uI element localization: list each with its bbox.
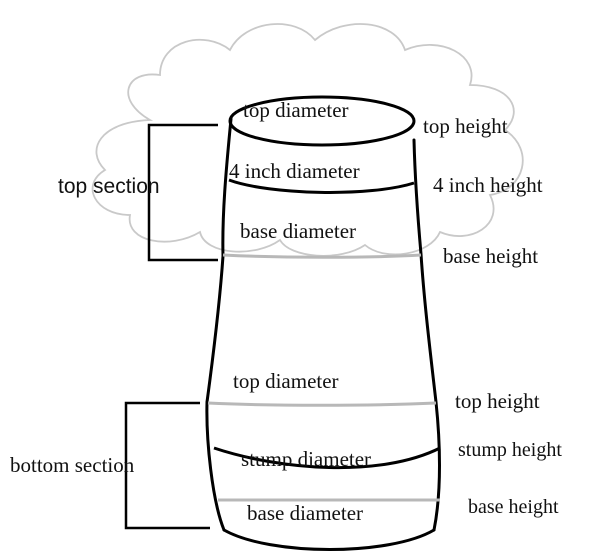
- trunk-bottom-curve: [222, 528, 436, 551]
- trunk-top-cap: [228, 95, 416, 147]
- four-inch-band: [228, 178, 415, 194]
- lower-top-diameter-label: top diameter: [233, 369, 339, 393]
- upper-base-diameter-label: base diameter: [240, 219, 356, 243]
- four-inch-height-label: 4 inch height: [433, 173, 543, 197]
- bottom-section-label: bottom section: [10, 453, 135, 477]
- stump-band: [213, 446, 441, 470]
- lower-base-diameter-label: base diameter: [247, 501, 363, 525]
- lower-top-height-label: top height: [455, 389, 540, 413]
- lower-top-band: [207, 401, 437, 407]
- upper-base-height-label: base height: [443, 244, 538, 268]
- stump-diameter-label: stump diameter: [241, 447, 371, 471]
- stump-height-label: stump height: [458, 439, 562, 461]
- trunk-right-edge: [412, 138, 441, 532]
- bottom-section-bracket: [124, 401, 210, 530]
- cloud-outline: [91, 23, 524, 257]
- top-section-bracket: [147, 123, 218, 262]
- upper-top-height-label: top height: [423, 114, 508, 138]
- top-section-label: top section: [58, 175, 160, 198]
- four-inch-diameter-label: 4 inch diameter: [229, 159, 360, 183]
- trunk-left-edge: [205, 117, 233, 532]
- upper-base-band: [222, 253, 422, 259]
- upper-top-diameter-label: top diameter: [243, 98, 349, 122]
- lower-base-height-label: base height: [468, 496, 559, 518]
